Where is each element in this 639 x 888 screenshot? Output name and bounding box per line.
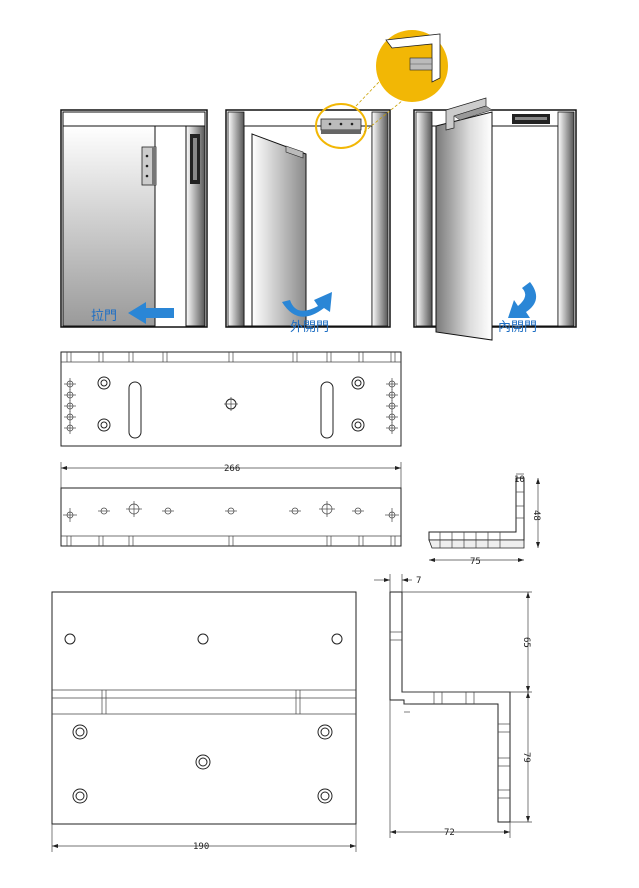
pull-door-label: 拉門 (91, 309, 117, 324)
small-l-width-dimension: 75 (470, 557, 481, 567)
zoom-magnifier-icon (355, 30, 448, 133)
outward-door-panel: 外開門 (225, 103, 391, 335)
zoom-highlight-circle (315, 103, 367, 149)
pull-door-panel: 拉門 (60, 109, 208, 328)
big-lower-height-dimension: 79 (521, 752, 531, 763)
big-depth-dimension: 72 (444, 828, 455, 838)
inward-door-label: 內開門 (498, 320, 537, 335)
small-l-bracket-drawing: 10 48 75 (428, 473, 541, 567)
small-l-top-dimension: 10 (514, 475, 525, 485)
small-l-height-dimension: 48 (531, 510, 541, 521)
big-upper-height-dimension: 65 (521, 637, 531, 648)
big-width-dimension: 190 (193, 842, 209, 852)
outward-door-label: 外開門 (290, 320, 329, 335)
left-arrow-icon (128, 302, 174, 324)
inward-curve-arrow-icon (508, 282, 537, 318)
large-bracket-front-drawing: 190 (51, 591, 357, 852)
inward-door-panel: 內開門 (413, 97, 577, 341)
outward-curve-arrow-icon (282, 292, 332, 317)
plate-length-dimension: 266 (224, 464, 240, 474)
big-thickness-dimension: 7 (416, 576, 421, 586)
front-plate-drawing: 266 (60, 462, 402, 547)
large-bracket-side-drawing: 7 65 79 72 (374, 574, 532, 838)
top-plate-drawing (60, 351, 402, 447)
